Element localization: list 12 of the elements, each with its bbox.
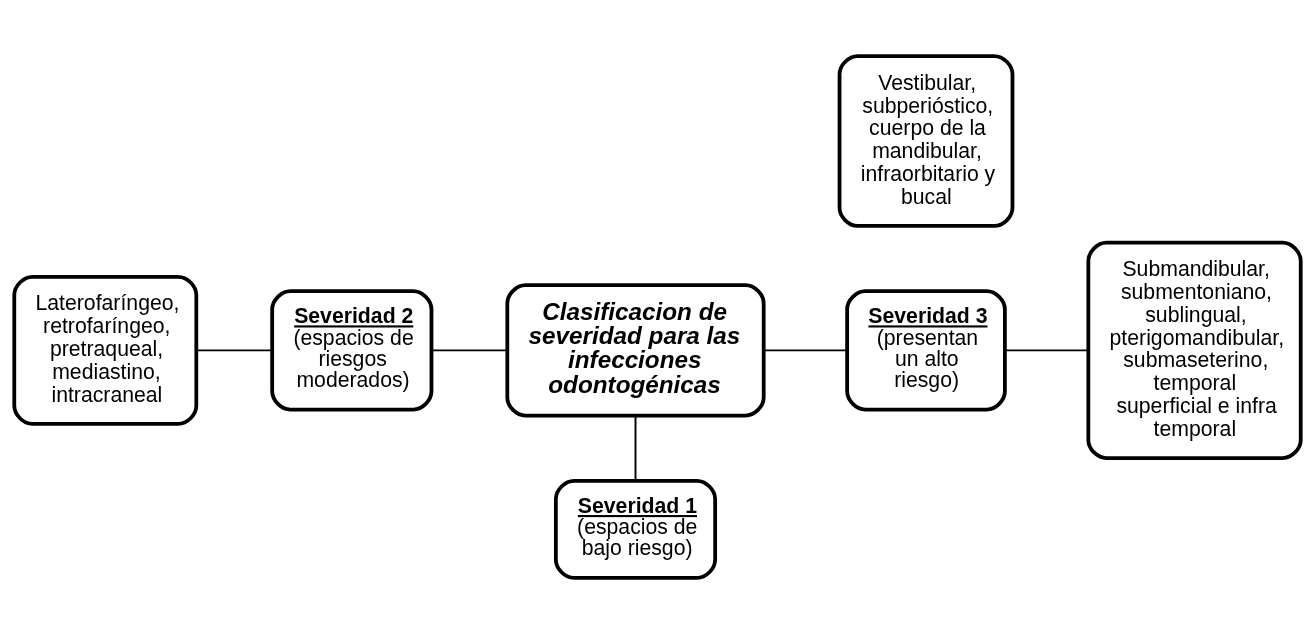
node-box: Clasificacion de severidad para las infecciones odontogénicas	[505, 283, 766, 418]
node-box: Laterofaríngeo, retrofaríngeo, pretraqueal, mediastino, intracraneal	[12, 274, 199, 426]
connector	[430, 349, 509, 352]
connector	[195, 349, 273, 352]
connector	[762, 349, 848, 352]
node-box: Severidad 3 (presentan un alto riesgo)	[845, 289, 1007, 412]
node-box: Severidad 2 (espacios de riesgos moderados)	[270, 289, 434, 412]
connector	[634, 414, 637, 482]
connector	[1004, 349, 1090, 352]
node-box: Submandibular, submentoniano, sublingual, pterigomandibular, submaseterino, temporal superficial e infra temporal	[1086, 240, 1303, 460]
node-box: Severidad 1 (espacios de bajo riesgo)	[553, 478, 718, 580]
node-box: Vestibular, subperióstico, cuerpo de la mandibular, infraorbitario y bucal	[837, 54, 1015, 228]
